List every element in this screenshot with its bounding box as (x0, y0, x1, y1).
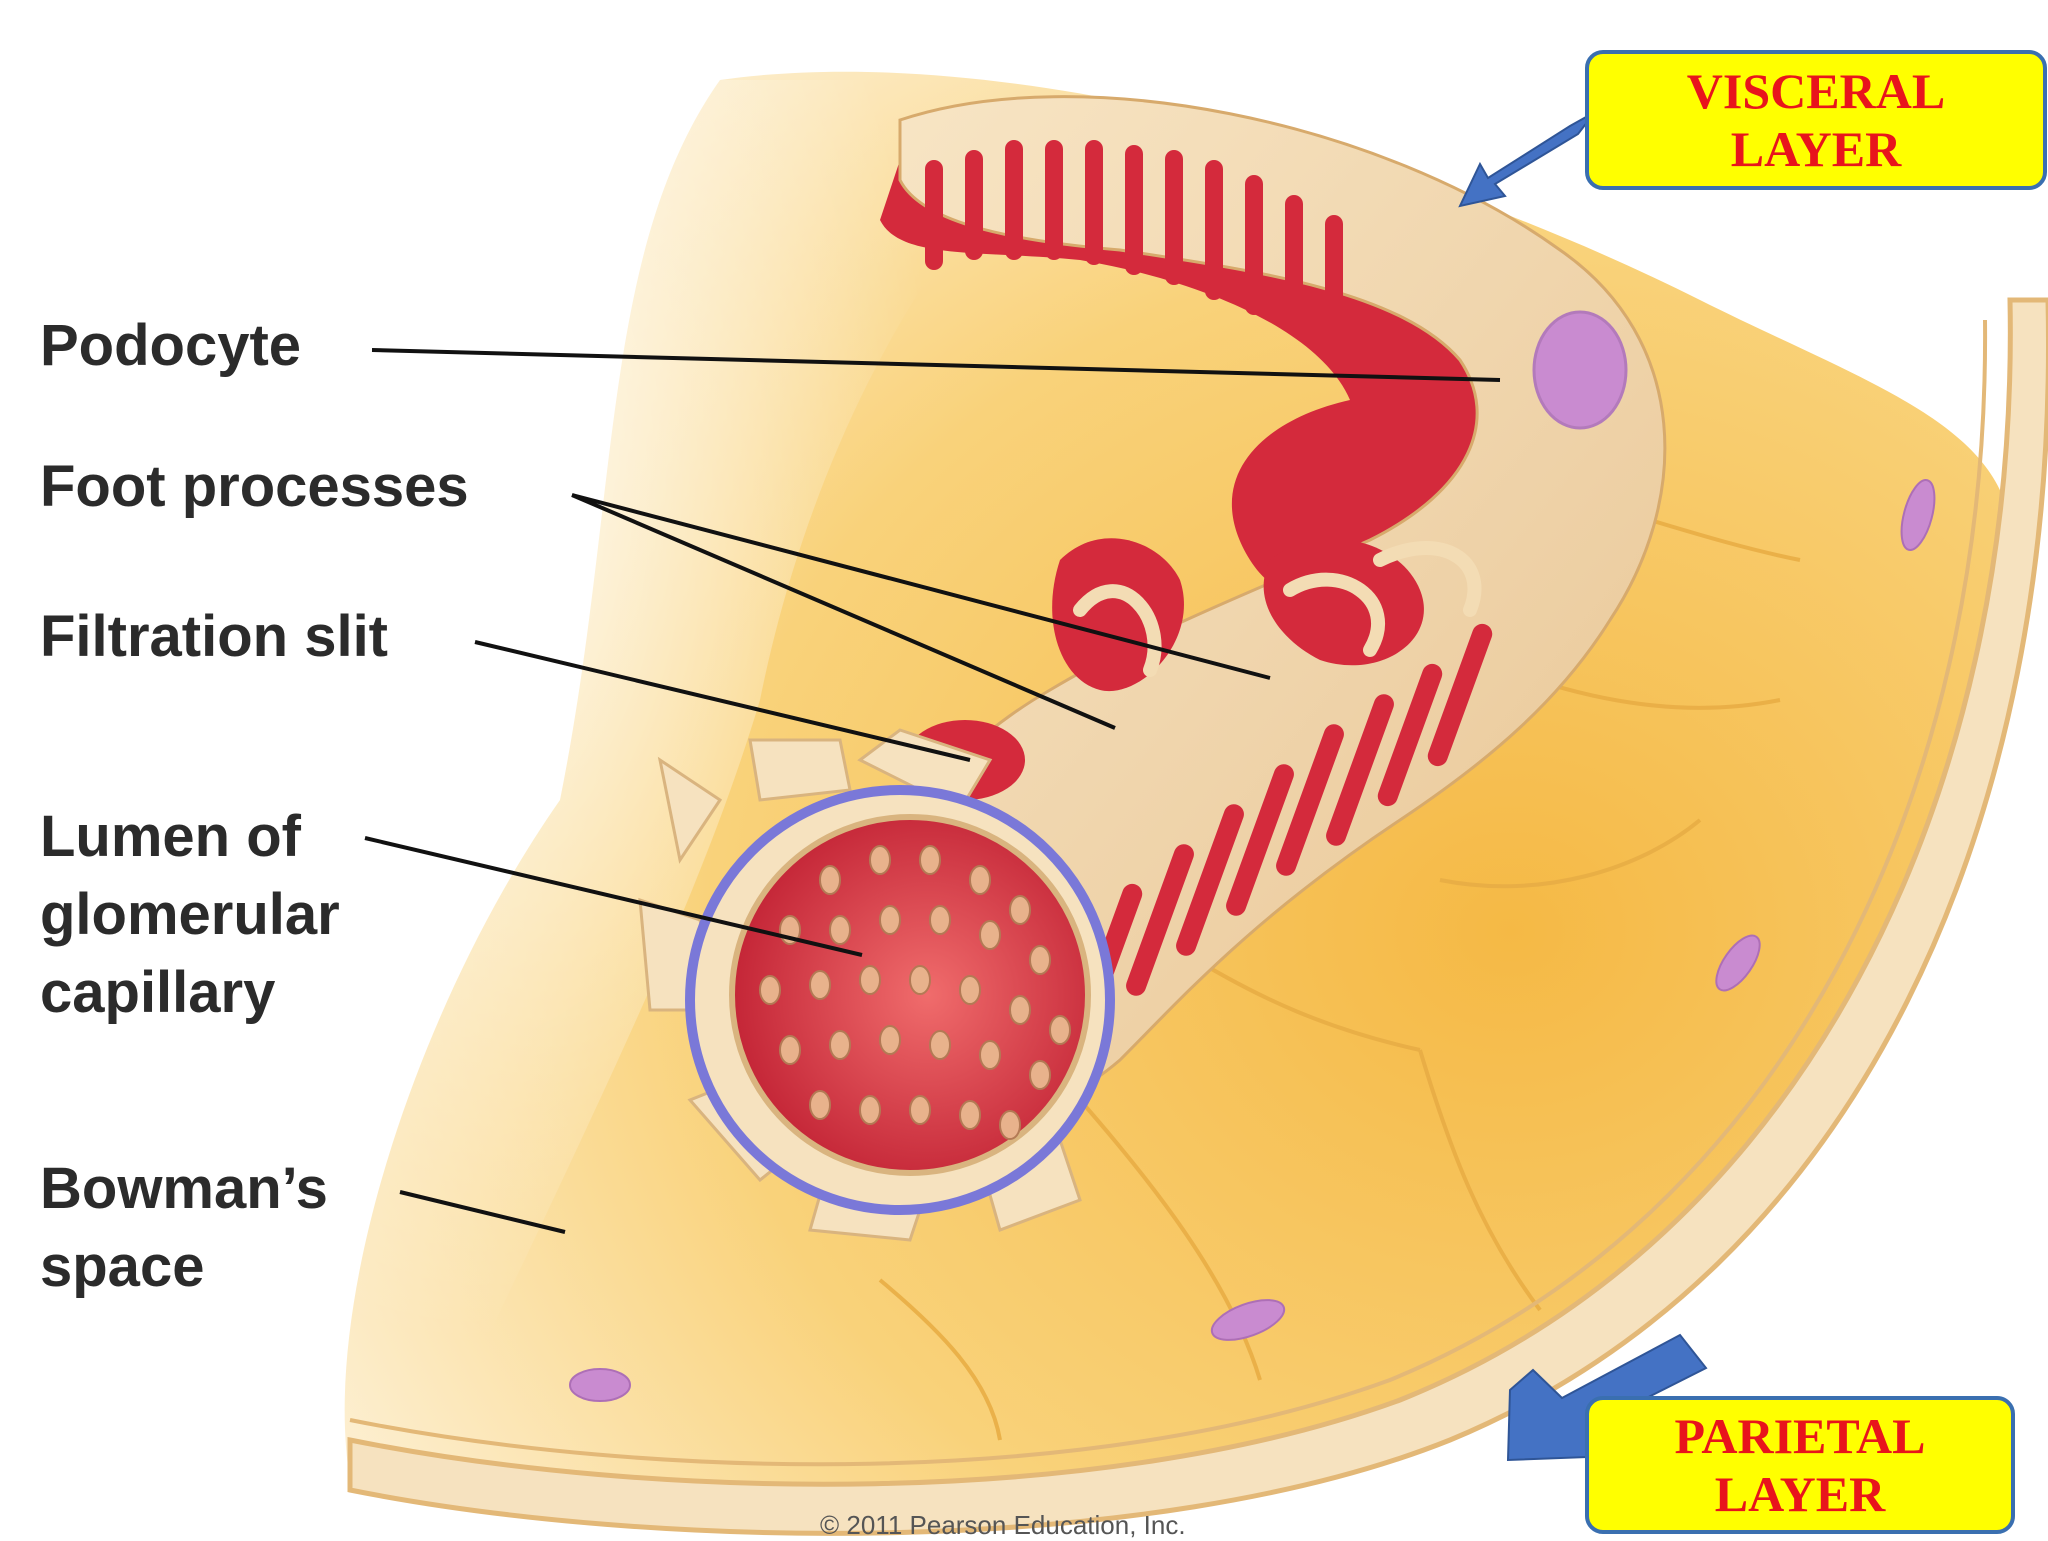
label-lumen-line3: capillary (40, 960, 276, 1025)
label-lumen-line2: glomerular (40, 882, 340, 947)
label-bowman-line2: space (40, 1234, 205, 1299)
parietal-line2: LAYER (1714, 1466, 1886, 1522)
visceral-arrow (1458, 111, 1596, 208)
parietal-nuclei (569, 479, 1936, 1402)
foot-process-ridges (1073, 541, 1482, 677)
leader-bowmans-space (399, 1190, 566, 1234)
label-foot-processes: Foot processes (40, 454, 469, 519)
leader-lines (364, 348, 1501, 1234)
parietal-layer-band (347, 297, 2048, 1536)
label-lumen-line1: Lumen of (40, 804, 301, 869)
parietal-layer-callout: PARIETAL LAYER (1585, 1396, 2015, 1534)
leader-foot-processes-a (571, 493, 1271, 680)
parietal-line1: PARIETAL (1674, 1408, 1926, 1464)
visceral-line2: LAYER (1730, 121, 1902, 177)
label-podocyte: Podocyte (40, 313, 302, 378)
bowmans-space-fade (300, 80, 1100, 1480)
label-filtration-slit: Filtration slit (40, 604, 388, 669)
leader-filtration-slit (474, 640, 971, 762)
visceral-layer-callout: VISCERAL LAYER (1585, 50, 2047, 190)
leader-lumen (364, 836, 863, 957)
visceral-line1: VISCERAL (1686, 63, 1946, 119)
copyright-text: © 2011 Pearson Education, Inc. (820, 1510, 1186, 1540)
leader-foot-processes-b (571, 493, 1116, 730)
capillary-lumen (729, 814, 1091, 1176)
foot-process-slits-upper (925, 140, 1343, 345)
podocyte-nucleus (1532, 310, 1628, 430)
leader-podocyte (371, 348, 1501, 382)
label-bowman-line1: Bowman’s (40, 1156, 328, 1221)
